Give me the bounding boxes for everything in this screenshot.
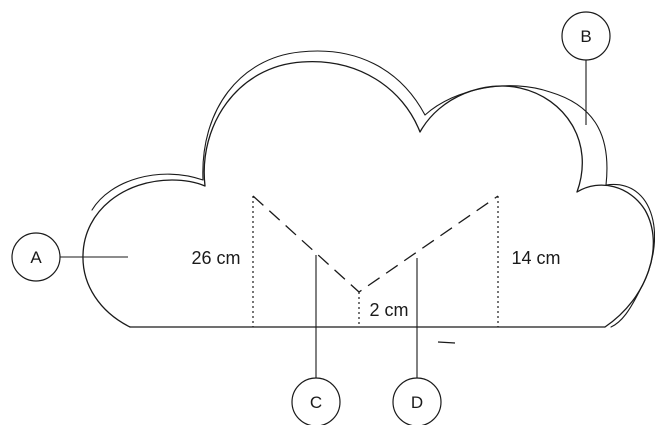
middle-height-label: 2 cm [369, 300, 408, 320]
svg-text:A: A [30, 248, 42, 267]
callout-c: C [291, 377, 341, 425]
cloud-outline [82, 61, 654, 328]
cloud-shadow-outline [91, 50, 655, 328]
svg-text:C: C [310, 393, 322, 412]
callout-b: B [561, 11, 611, 61]
left-height-label: 26 cm [191, 248, 240, 268]
svg-text:B: B [580, 27, 591, 46]
dashed-m-line [252, 195, 499, 293]
callout-a: A [11, 232, 61, 282]
base-line-fragment [437, 341, 456, 344]
callout-d: D [392, 377, 442, 425]
right-height-label: 14 cm [511, 248, 560, 268]
svg-text:D: D [411, 393, 423, 412]
